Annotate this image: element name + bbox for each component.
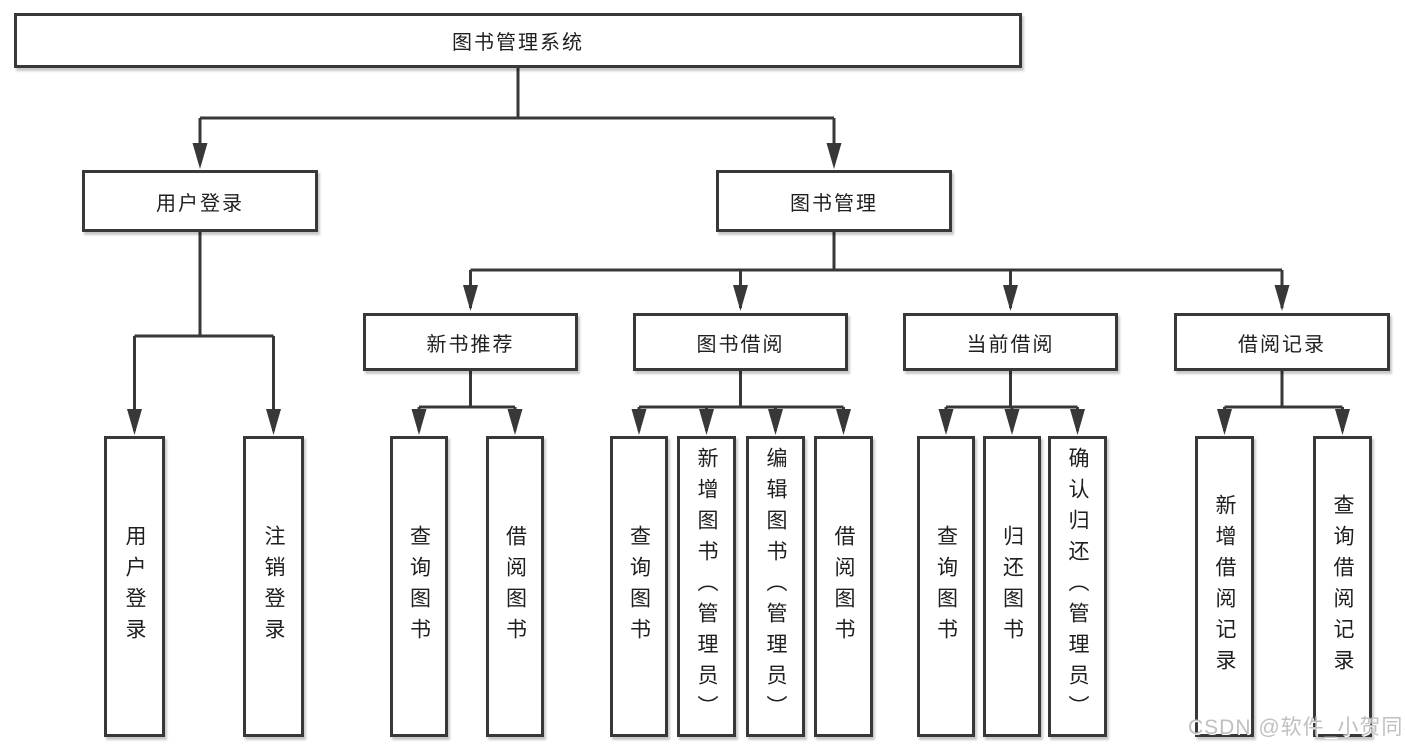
leaf-query-books-borrowing: 查询图书 — [610, 436, 668, 737]
arrow-down-icons — [127, 143, 1350, 435]
node-user-login: 用户登录 — [82, 170, 318, 232]
leaf-add-borrow-record: 新增借阅记录 — [1195, 436, 1254, 737]
node-borrow-records: 借阅记录 — [1174, 313, 1390, 371]
leaf-borrow-books-recommend: 借阅图书 — [486, 436, 544, 737]
leaf-return-books: 归还图书 — [983, 436, 1041, 737]
leaf-query-borrow-record: 查询借阅记录 — [1313, 436, 1372, 737]
node-library-management-system: 图书管理系统 — [14, 13, 1022, 68]
node-new-book-recommend: 新书推荐 — [363, 313, 578, 371]
node-current-borrowing: 当前借阅 — [903, 313, 1118, 371]
connector-edges — [133, 66, 1344, 431]
node-book-borrowing: 图书借阅 — [633, 313, 848, 371]
csdn-watermark: CSDN @软件_小贺同学 — [1188, 716, 1405, 739]
leaf-add-book-admin: 新增图书（管理员） — [677, 436, 736, 737]
node-book-management: 图书管理 — [716, 170, 952, 232]
leaf-edit-book-admin: 编辑图书（管理员） — [746, 436, 805, 737]
leaf-borrow-books-borrowing: 借阅图书 — [814, 436, 873, 737]
leaf-query-books-current: 查询图书 — [917, 436, 975, 737]
leaf-confirm-return-admin: 确认归还（管理员） — [1048, 436, 1107, 737]
leaf-user-login: 用户登录 — [104, 436, 165, 737]
leaf-query-books-recommend: 查询图书 — [390, 436, 448, 737]
leaf-logout: 注销登录 — [243, 436, 304, 737]
